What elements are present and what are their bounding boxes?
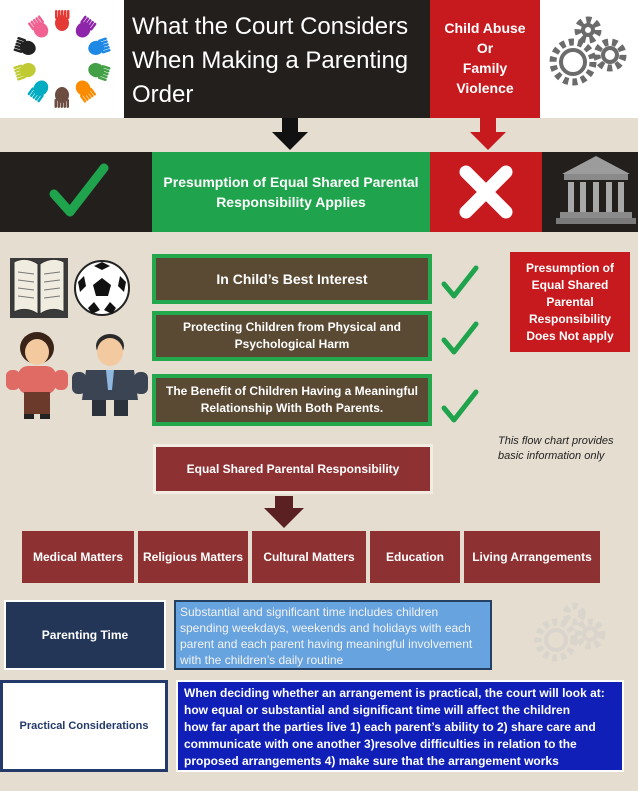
practical-considerations-text: When deciding whether an arrangement is … [176,680,624,772]
hand-icon [75,80,96,103]
matter-religious: Religious Matters [138,531,248,583]
hand-icon [27,80,49,103]
cross-box [430,152,542,232]
hand-icon [75,15,97,38]
abuse-line: Family [462,60,508,76]
parenting-time-text: Substantial and significant time include… [174,600,492,670]
abuse-line: Or [476,40,494,56]
presumption-not-apply-box: Presumption of Equal Shared Parental Res… [510,252,630,352]
check-icon [49,163,109,217]
arrow-down-icon [264,496,304,528]
parenting-time-label: Parenting Time [4,600,166,670]
cross-icon [459,165,513,219]
soccer-ball-icon [74,260,130,316]
protect-harm-box: Protecting Children from Physical and Ps… [152,311,432,361]
hand-icon [88,63,111,82]
practical-line: communicate with one another 3)resolve d… [184,737,577,751]
presumption-applies-box: Presumption of Equal Shared Parental Res… [152,152,430,232]
practical-line: proposed arrangements 4) make sure that … [184,754,559,768]
hand-icon [55,10,70,31]
matter-medical: Medical Matters [22,531,134,583]
disclaimer-note: This flow chart provides basic informati… [498,435,614,462]
hand-icon [28,15,49,38]
not-apply-line: Responsibility [528,311,611,326]
matter-cultural: Cultural Matters [252,531,366,583]
practical-line: how equal or substantial and significant… [184,703,571,717]
hand-icon [88,37,111,55]
hand-icon [13,63,36,81]
hands-circle-icon [0,0,124,118]
matters-row: Medical Matters Religious Matters Cultur… [22,531,600,583]
book-icon [10,258,68,318]
practical-line: how far apart the parties live 1) each p… [184,720,596,734]
abuse-line: Violence [456,80,514,96]
hand-icon [13,36,36,55]
abuse-line: Child Abuse [444,20,526,36]
check-icon [441,389,479,423]
not-apply-line: Parental [546,294,594,309]
best-interest-box: In Child’s Best Interest [152,254,432,304]
not-apply-line: Does Not apply [526,328,614,343]
courthouse-icon [556,156,636,224]
matter-education: Education [370,531,460,583]
child-abuse-box: Child Abuse Or Family Violence [430,0,540,118]
equal-shared-box: Equal Shared Parental Responsibility [153,444,433,494]
not-apply-line: Presumption of [525,260,614,275]
gears-icon [534,602,606,662]
check-icon [441,265,479,299]
arrow-down-icon [272,118,308,150]
mother-icon [6,332,68,419]
meaningful-relationship-box: The Benefit of Children Having a Meaning… [152,374,432,426]
arrow-down-icon [470,118,506,150]
not-apply-line: Equal Shared [531,277,609,292]
page-title: What the Court Considers When Making a P… [124,0,430,118]
check-icon [441,321,479,355]
gears-icon [540,0,638,118]
matter-living: Living Arrangements [464,531,600,583]
hand-icon [54,87,69,108]
practical-considerations-label: Practical Considerations [0,680,168,772]
father-icon [72,334,148,416]
practical-line: When deciding whether an arrangement is … [184,686,605,700]
